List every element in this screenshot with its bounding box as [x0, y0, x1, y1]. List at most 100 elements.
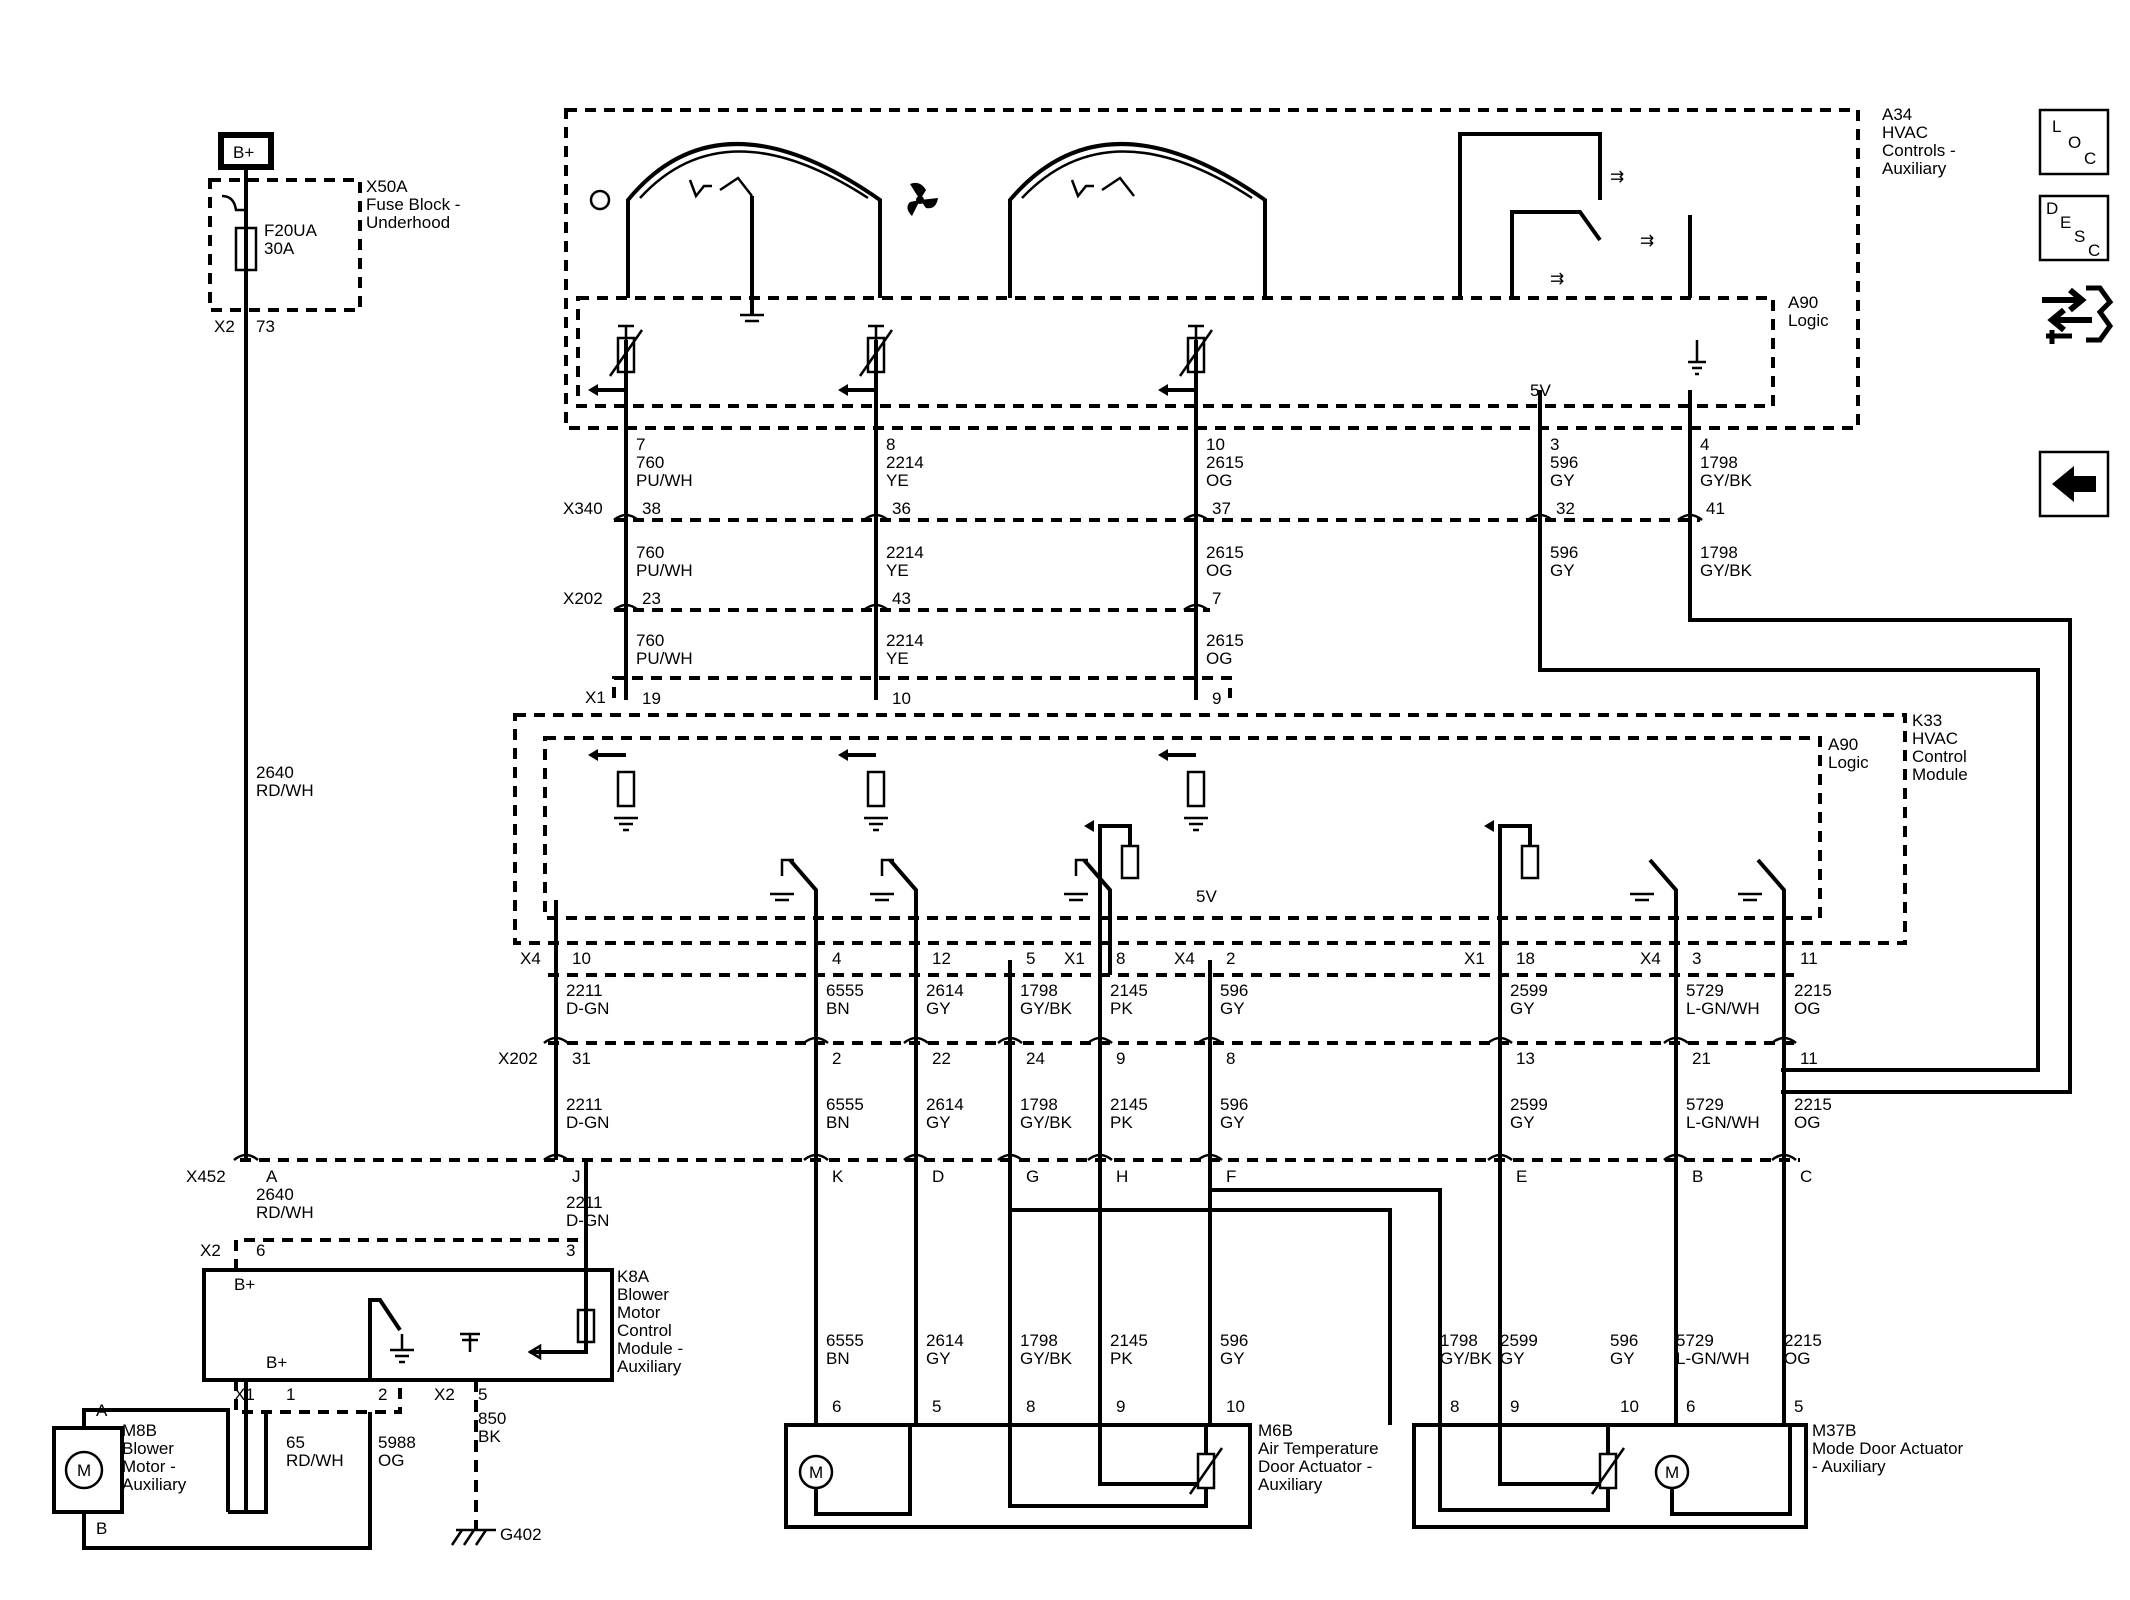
switch-icon	[788, 858, 818, 975]
a34-title: A34 HVAC Controls - Auxiliary	[1882, 105, 1956, 178]
svg-text:Motor: Motor	[617, 1303, 661, 1322]
svg-text:A90: A90	[1828, 735, 1858, 754]
k8a-switch	[368, 1298, 402, 1380]
svg-text:A: A	[266, 1167, 278, 1186]
svg-text:2640: 2640	[256, 1185, 294, 1204]
g402-ground-icon	[450, 1528, 496, 1546]
lower-color-label: D-GN	[566, 999, 609, 1018]
actuator-color-label: GY/BK	[1020, 1349, 1073, 1368]
lower-color-label: PK	[1110, 999, 1133, 1018]
svg-text:X50A: X50A	[366, 177, 408, 196]
svg-text:Auxiliary: Auxiliary	[122, 1475, 187, 1494]
ground-icon	[864, 816, 888, 832]
svg-text:Motor -: Motor -	[122, 1457, 176, 1476]
connector-icon[interactable]	[2042, 285, 2114, 344]
actuator-circuit-label: 1798	[1020, 1331, 1058, 1350]
upper-circuit-label: 1798	[1700, 453, 1738, 472]
lower-circuit-label: 2614	[926, 981, 964, 1000]
svg-text:M: M	[77, 1461, 91, 1480]
svg-text:X2: X2	[200, 1241, 221, 1260]
switch-contact	[1074, 858, 1088, 876]
upper-color-label: PU/WH	[636, 561, 693, 580]
x202-pin-label: 24	[1026, 1049, 1045, 1068]
x452-pin-label: B	[1692, 1167, 1703, 1186]
switch-icon	[1756, 858, 1786, 975]
switch-icon	[1648, 858, 1678, 975]
svg-text:65: 65	[286, 1433, 305, 1452]
svg-text:Underhood: Underhood	[366, 213, 450, 232]
a90-lower-title: A90 Logic	[1828, 735, 1869, 772]
actuator-circuit-label: 596	[1220, 1331, 1248, 1350]
arrow-icon	[838, 749, 848, 761]
arrow-icon	[838, 384, 848, 396]
back-arrow-icon[interactable]	[2038, 450, 2110, 518]
fuse-icon	[234, 226, 258, 272]
arrow-icon	[1158, 384, 1168, 396]
m37b-color-label: GY	[1610, 1349, 1635, 1368]
svg-text:Module -: Module -	[617, 1339, 683, 1358]
svg-text:M: M	[809, 1463, 823, 1482]
x452-label: X452	[186, 1167, 226, 1186]
x202-pin-mark	[903, 1036, 929, 1044]
lower-color-label: GY/BK	[1020, 999, 1073, 1018]
svg-text:X2: X2	[434, 1385, 455, 1404]
svg-text:D: D	[2046, 199, 2058, 218]
upper-wires: 7760PU/WH38760PU/WH23760PU/WH1982214YE36…	[613, 340, 1753, 708]
connector-label: X1	[1464, 949, 1485, 968]
arrow-icon	[1158, 749, 1168, 761]
svg-text:B+: B+	[266, 1353, 287, 1372]
svg-text:Control: Control	[1912, 747, 1967, 766]
x340-pin-label: 37	[1212, 499, 1231, 518]
floor-vent-icon: ⇉	[1640, 231, 1654, 250]
svg-text:OG: OG	[378, 1451, 404, 1470]
x452-pin-label: C	[1800, 1167, 1812, 1186]
lower-circuit-label: 596	[1220, 1095, 1248, 1114]
x452-pin-label: K	[832, 1167, 844, 1186]
lower-color-label: BN	[826, 999, 850, 1018]
svg-text:- Auxiliary: - Auxiliary	[1812, 1457, 1886, 1476]
lower-circuit-label: 2145	[1110, 981, 1148, 1000]
upper-pin-label: 7	[636, 435, 645, 454]
lower-circuit-label: 6555	[826, 1095, 864, 1114]
m37b-circuit-label: 596	[1610, 1331, 1638, 1350]
actuator-color-label: GY	[1220, 1349, 1245, 1368]
x452-pin-mark	[803, 1153, 829, 1161]
svg-text:5: 5	[478, 1385, 487, 1404]
upper-circuit-label: 760	[636, 453, 664, 472]
x452-pin-label: J	[572, 1167, 581, 1186]
x202-pin-label: 7	[1212, 589, 1221, 608]
x202-upper-label: X202	[563, 589, 603, 608]
desc-button[interactable]: D E S C	[2038, 194, 2110, 262]
svg-text:Fuse Block -: Fuse Block -	[366, 195, 460, 214]
lower-color-label: GY	[926, 1113, 951, 1132]
upper-color-label: PU/WH	[636, 471, 693, 490]
k33-pin-label: 10	[572, 949, 591, 968]
lower-color-label: GY	[1510, 999, 1535, 1018]
switch-icon	[888, 858, 918, 975]
k33-pin-label: 8	[1116, 949, 1125, 968]
k8a-x2-connector	[234, 1238, 588, 1270]
m37b-pin-label: 10	[1620, 1397, 1639, 1416]
k33-pin-label: 2	[1226, 949, 1235, 968]
x202-pin-mark	[543, 1036, 569, 1044]
upper-color-label: OG	[1206, 471, 1232, 490]
svg-text:F20UA: F20UA	[264, 221, 318, 240]
actuator-circuit-label: 2145	[1110, 1331, 1148, 1350]
x452-pin-mark	[1087, 1153, 1113, 1161]
upper-color-label: GY	[1550, 471, 1575, 490]
x202-pin-label: 13	[1516, 1049, 1535, 1068]
x202-pin-mark	[997, 1036, 1023, 1044]
m37b-color-label: L-GN/WH	[1676, 1349, 1750, 1368]
m37b-circuit-label: 2599	[1500, 1331, 1538, 1350]
svg-text:Auxiliary: Auxiliary	[1258, 1475, 1323, 1494]
upper-circuit-label: 2615	[1206, 631, 1244, 650]
upper-color-label: GY/BK	[1700, 561, 1753, 580]
lower-color-label: GY	[926, 999, 951, 1018]
actuator-circuit-label: 6555	[826, 1331, 864, 1350]
actuator-circuit-label: 2614	[926, 1331, 964, 1350]
lower-circuit-label: 2215	[1794, 981, 1832, 1000]
connector-label: X4	[1640, 949, 1661, 968]
loc-button[interactable]: L O C	[2038, 108, 2110, 176]
temperature-knob-graphic	[589, 142, 882, 323]
